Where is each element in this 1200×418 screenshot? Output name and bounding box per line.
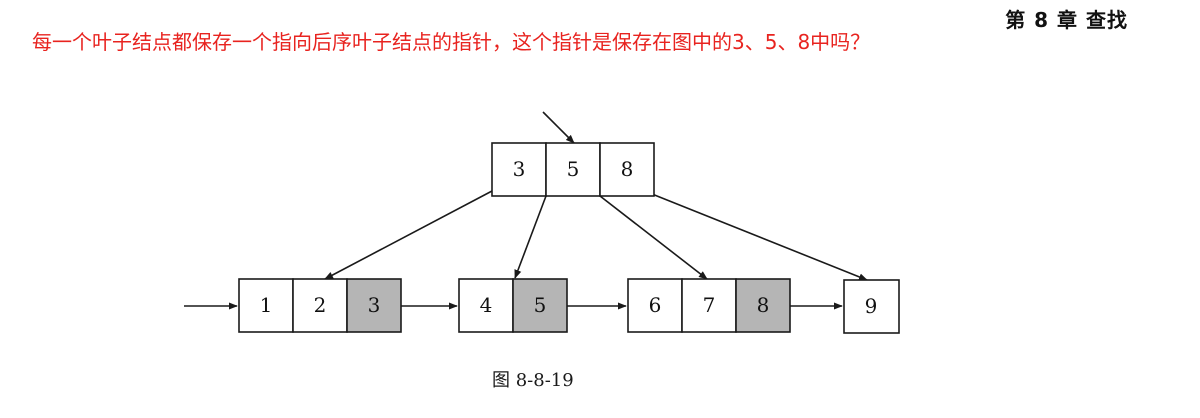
leaf-key-cell xyxy=(238,278,294,333)
root-to-leaf-1-arrow xyxy=(324,190,493,280)
root-key-cell xyxy=(599,142,655,197)
leaf-key-cell-shaded xyxy=(512,278,568,333)
leaf-key-label: 5 xyxy=(534,293,547,317)
edges-group xyxy=(184,111,868,310)
leaf-node-4: 9 xyxy=(843,279,900,334)
leaf-key-cell xyxy=(843,279,900,334)
leaf-node-1: 1 2 3 xyxy=(238,278,402,333)
root-to-leaf-3-arrow xyxy=(599,195,708,280)
root-entry-arrow xyxy=(542,111,575,144)
leaf-key-cell xyxy=(292,278,348,333)
root-key-label: 3 xyxy=(513,157,526,181)
leaf-key-label: 1 xyxy=(260,293,273,317)
leaf-key-label: 7 xyxy=(703,293,716,317)
leaf-node-2: 4 5 xyxy=(458,278,568,333)
question-annotation: 每一个叶子结点都保存一个指向后序叶子结点的指针，这个指针是保存在图中的3、5、8… xyxy=(32,30,871,54)
leaf-key-label: 3 xyxy=(368,293,381,317)
leaf-key-label: 6 xyxy=(649,293,662,317)
root-key-label: 8 xyxy=(621,157,634,181)
leaf-key-label: 9 xyxy=(865,294,878,318)
leaf-key-label: 8 xyxy=(757,293,770,317)
leaf-key-cell xyxy=(627,278,683,333)
root-key-cell xyxy=(545,142,601,197)
root-node: 3 5 8 xyxy=(491,142,655,197)
leaf-key-label: 2 xyxy=(314,293,327,317)
figure-caption: 图 8-8-19 xyxy=(492,370,574,391)
leaf-key-cell xyxy=(681,278,737,333)
leaf-key-label: 4 xyxy=(480,293,493,317)
root-to-leaf-4-arrow xyxy=(651,193,868,281)
leaf-key-cell-shaded xyxy=(346,278,402,333)
leaf-key-cell xyxy=(458,278,514,333)
leaf-node-3: 6 7 8 xyxy=(627,278,791,333)
leaf-key-cell-shaded xyxy=(735,278,791,333)
root-to-leaf-2-arrow xyxy=(514,195,547,279)
chapter-header: 第 8 章 查找 xyxy=(1005,8,1128,32)
root-key-label: 5 xyxy=(567,157,580,181)
